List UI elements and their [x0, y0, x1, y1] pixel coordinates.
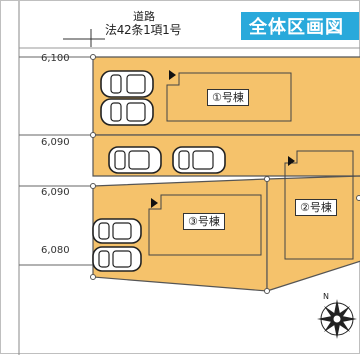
lot-2-parcel	[267, 176, 360, 291]
lot-3-label: ③号棟	[183, 213, 225, 230]
compass-rose-icon: N	[317, 292, 357, 339]
svg-text:N: N	[323, 292, 329, 301]
car-icon	[93, 219, 141, 243]
car-icon	[109, 147, 161, 173]
lot-width-dimension: 6,080	[41, 245, 70, 256]
car-icon	[101, 99, 153, 125]
car-icon	[173, 147, 225, 173]
lot-width-dimension: 6,100	[41, 53, 70, 64]
lot-2-label: ②号棟	[295, 199, 337, 216]
dimension-ticks	[19, 57, 93, 265]
page-title: 全体区画図	[241, 12, 359, 40]
lot-width-dimension: 6,090	[41, 187, 70, 198]
road-classification-label: 法42条1項1号	[105, 21, 181, 38]
lot-1-label: ①号棟	[207, 89, 249, 106]
car-icon	[93, 247, 141, 271]
car-icon	[101, 71, 153, 97]
lot-width-dimension: 6,090	[41, 137, 70, 148]
